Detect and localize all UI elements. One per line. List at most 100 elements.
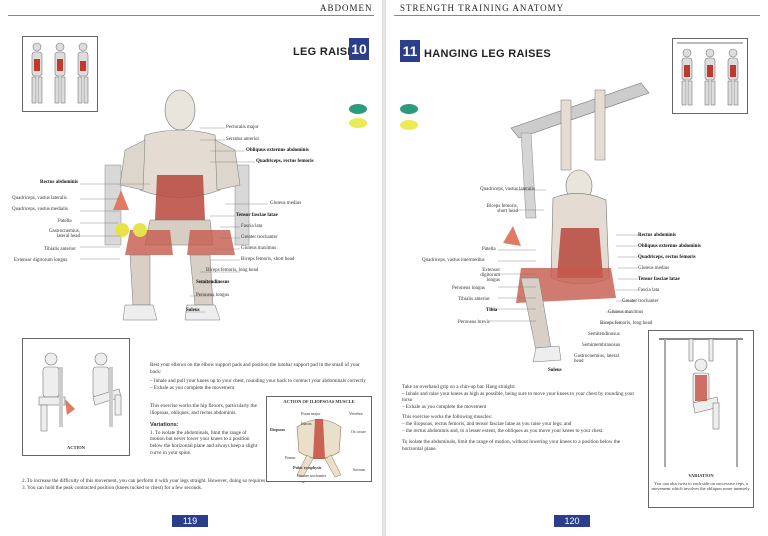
inset-title: ACTION OF ILIOPSOAS MUSCLE [283,399,355,404]
inset-psoas-major: Psoas major [301,411,321,416]
thumbnail-figures-right [677,42,743,106]
exercise-number-badge: 10 [349,38,369,60]
label-vastus-lateralis-right: Quadriceps, vastus lateralis [480,187,535,192]
label-extensor-right: Extensor digitorum longus [480,268,500,283]
label-tibia-right: Tibia [486,308,498,313]
inset-vertebra: Vertebra [349,411,363,416]
label-gastrocnemius: Gastrocnemius, lateral head [48,229,80,239]
thumbnail-figures [31,42,89,104]
label-vastus-medialis: Quadriceps, vastus medialis [12,207,68,212]
label-patella: Patella [58,219,72,224]
label-biceps-short-head: Biceps femoris, short head [241,257,295,262]
inset-os-coxae: Os coxae [351,429,366,434]
inset-femur: Femur [285,455,296,460]
teal-marker-right [400,104,418,114]
label-rectus-femoris: Quadriceps, rectus femoris [256,159,314,164]
page-number-right: 120 [554,515,590,527]
running-head-right: STRENGTH TRAINING ANATOMY [400,3,565,13]
label-serratus-anterior: Serratus anterior [226,137,260,142]
right-isolate: To isolate the abdominals, limit the ran… [402,439,621,452]
muscle-thumbnail [22,36,98,112]
variation-illustration: VARIATION You can also twist to each sid… [648,330,754,508]
variation-1: 1. To isolate the abdominals, limit the … [150,429,258,456]
label-biceps-long-head: Biceps femoris, long head [206,268,259,273]
label-semitendinosus: Semitendinosus [196,280,230,285]
label-tensor-fasciae-latae: Tensor fasciae latae [236,213,278,218]
inset-greater-trochanter: Greater trochanter [297,473,327,478]
label-gluteus-medius: Gluteus medius [270,201,302,206]
inset-pubic-symphysis: Pubic symphysis [293,465,322,470]
label-tensor-right: Tensor fasciae latae [638,277,680,282]
label-semimembranosus-right: Semimembranosus [582,343,621,348]
running-head-rule [8,15,374,16]
right-instructions: Take an overhand grip on a chin-up bar. … [402,384,642,455]
left-step-2: – Exhale as you complete the movement [150,384,235,391]
right-works-2: – the rectus abdominis and, to a lesser … [402,427,604,434]
label-tibialis-anterior: Tibialis anterior [44,247,76,252]
yellow-marker-right [400,120,418,130]
variation-figure [659,338,743,467]
right-step-1: – Inhale and raise your knees as high as… [402,390,635,404]
label-soleus-right: Soleus [548,368,562,373]
label-patella-right: Patella [482,247,496,252]
left-intro: Rest your elbows on the elbow support pa… [150,362,360,375]
left-instructions: Rest your elbows on the elbow support pa… [150,362,372,394]
variation-2: 2. To increase the difficulty of this mo… [22,478,308,484]
label-leader-lines-right [490,189,638,324]
exercise-title-right: HANGING LEG RAISES [424,48,552,60]
label-peroneus-longus-right: Peroneus longus [452,286,485,291]
label-semitendinosus-right: Semitendinosus [588,332,620,337]
label-rectus-femoris-right: Quadriceps, rectus femoris [638,255,696,260]
iliopsoas-inset: ACTION OF ILIOPSOAS MUSCLE Psoas major I… [266,396,372,482]
book-gutter [382,0,386,536]
yellow-marker [349,118,367,128]
label-fascia-lata-right: Fascia lata [638,288,660,293]
leg-raise-illustration [104,89,250,321]
label-tibialis-right: Tibialis anterior [458,297,490,302]
inset-sacrum: Sacrum [353,467,366,472]
label-gluteus-maximus: Gluteus maximus [241,246,277,251]
right-works-heading: This exercise works the following muscle… [402,414,493,421]
label-rectus-abdominis: Rectus abdominis [40,180,78,185]
label-peroneus-brevis-right: Peroneus brevis [458,320,490,325]
action-illustration: ACTION [22,338,130,456]
label-gastrocnemius-right: Gastrocnemius, lateral head [574,354,619,364]
inset-iliacus: Iliacus [301,421,312,426]
label-fascia-lata: Fascia lata [241,224,263,229]
running-head-left: ABDOMEN [320,3,373,13]
label-gluteus-medius-right: Gluteus medius [638,266,670,271]
inset-iliopsoas: Iliopsoas [270,427,286,432]
pelvis-drawing [296,419,342,478]
right-works-1: – the iliopsoas, rectus femoris, and ten… [402,420,572,427]
left-step-1: – Inhale and pull your knees up to your … [150,378,366,385]
label-greater-trochanter: Greater trochanter [241,235,278,240]
label-peroneus-longus: Peroneus longus [196,293,229,298]
variation-caption: You can also twist to each side on succe… [651,481,751,492]
hanging-leg-raise-illustration [503,82,650,363]
page-number-left: 119 [172,515,208,527]
label-leader-lines [80,127,268,313]
label-vastus-intermedius-right: Quadriceps, vastus intermedius [422,258,485,263]
right-step-2: – Exhale as you complete the movement [402,403,487,410]
label-pectoralis-major: Pectoralis major [226,125,259,130]
left-works-block: This exercise works the hip flexors, par… [150,403,258,459]
teal-marker [349,104,367,114]
label-biceps-long-right: Biceps femoris, long head [600,321,653,326]
right-page: STRENGTH TRAINING ANATOMY 11 HANGING LEG… [386,0,768,536]
action-caption: ACTION [66,445,85,450]
label-biceps-short-right: Biceps femoris, short head [486,204,518,214]
label-vastus-lateralis: Quadriceps, vastus lateralis [12,196,67,201]
right-intro: Take an overhand grip on a chin-up bar. … [402,384,516,390]
variation-caption-heading: VARIATION [688,473,714,478]
label-obliquus-externus: Obliquus externus abdominis [246,148,309,153]
left-variations-more: 2. To increase the difficulty of this mo… [22,478,372,491]
running-head-rule-right [394,15,760,16]
exercise-title: LEG RAISES [293,46,363,58]
action-figures [38,352,122,432]
exercise-number-badge-right: 11 [400,40,420,62]
label-obliquus-right: Obliquus externus abdominis [638,244,701,249]
label-rectus-abdominis-right: Rectus abdominis [638,233,676,238]
variation-3: 3. You can hold the peak contracted posi… [22,484,203,491]
left-works: This exercise works the hip flexors, par… [150,403,257,416]
